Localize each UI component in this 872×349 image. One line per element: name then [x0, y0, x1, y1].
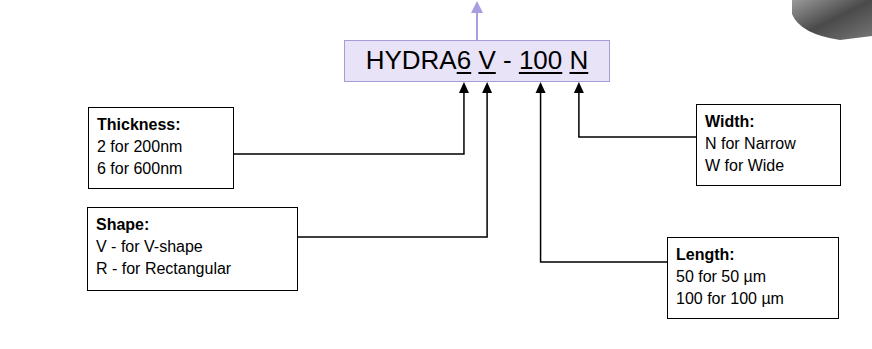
option-text: V - for V-shape: [96, 236, 289, 258]
arrow-head: [482, 82, 492, 93]
option-text: W for Wide: [705, 155, 832, 177]
arrow-head: [574, 82, 584, 93]
option-text: N for Narrow: [705, 133, 832, 155]
code-field: 6: [457, 45, 471, 75]
option-text: 50 for 50 µm: [676, 266, 830, 288]
connector: [298, 93, 487, 237]
code-field: N: [570, 45, 589, 75]
code-part: [562, 45, 569, 75]
thickness-box: Thickness:2 for 200nm6 for 600nm: [88, 107, 234, 189]
heading: Shape:: [96, 214, 289, 236]
up-arrow-head: [471, 1, 483, 13]
heading: Length:: [676, 244, 830, 266]
model-code-box: HYDRA6 V - 100 N: [344, 40, 610, 82]
heading: Thickness:: [97, 114, 225, 136]
code-field: 100: [519, 45, 562, 75]
up-arrow-line: [476, 12, 478, 40]
option-text: R - for Rectangular: [96, 258, 289, 280]
photo-fragment: [792, 0, 872, 40]
connector: [579, 93, 696, 137]
heading: Width:: [705, 111, 832, 133]
option-text: 6 for 600nm: [97, 158, 225, 180]
arrow-head: [536, 82, 546, 93]
option-text: 100 for 100 µm: [676, 288, 830, 310]
shape-box: Shape:V - for V-shapeR - for Rectangular: [87, 207, 298, 291]
option-text: 2 for 200nm: [97, 136, 225, 158]
width-box: Width:N for NarrowW for Wide: [696, 104, 841, 186]
model-code: HYDRA6 V - 100 N: [366, 43, 589, 77]
code-part: [471, 45, 478, 75]
code-part: HYDRA: [366, 45, 457, 75]
connector: [541, 93, 667, 262]
code-field: V: [478, 45, 495, 75]
code-part: -: [496, 45, 519, 75]
arrow-head: [459, 82, 469, 93]
length-box: Length:50 for 50 µm100 for 100 µm: [667, 237, 839, 319]
connector: [234, 93, 464, 154]
